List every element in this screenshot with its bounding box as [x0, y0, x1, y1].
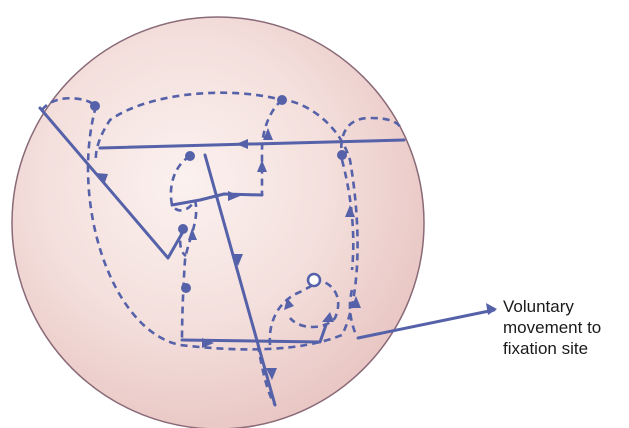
drift-loop-inner-b: [180, 199, 198, 341]
arrowhead: [236, 139, 248, 149]
arrowhead: [322, 312, 334, 322]
arrowhead: [232, 254, 243, 266]
eyeball: [11, 16, 425, 428]
arrowhead: [284, 298, 294, 310]
caption-line-1: Voluntary: [503, 297, 574, 316]
drift-hook-right: [339, 116, 404, 161]
drift-top-right: [260, 99, 283, 195]
arrowhead: [257, 160, 267, 172]
fixation-dot: [178, 224, 188, 234]
arrowhead: [263, 128, 273, 140]
drift-hook-left: [40, 96, 97, 111]
saccade-diag-left: [38, 106, 186, 260]
drift-loop-outer: [86, 91, 359, 351]
saccade-voluntary: [356, 308, 496, 340]
arrowhead: [266, 368, 277, 380]
arrowhead: [486, 303, 497, 315]
voluntary-movement-label: Voluntary movement to fixation site: [503, 296, 629, 359]
arrowhead: [96, 173, 108, 185]
fixation-dot: [90, 101, 100, 111]
fixation-dot: [277, 95, 287, 105]
caption-line-2: movement to: [503, 318, 602, 337]
fixation-dot: [185, 151, 195, 161]
drift-loop-lower-right: [268, 278, 317, 346]
saccade-bottom: [180, 323, 328, 344]
arrowhead: [351, 296, 361, 308]
arrowhead: [345, 205, 355, 217]
saccade-top-horizontal: [98, 138, 406, 150]
arrowhead: [228, 191, 240, 201]
fixation-dot: [181, 283, 191, 293]
saccade-inner-step: [170, 192, 264, 207]
caption-line-3: fixation site: [503, 339, 589, 358]
drift-loop-lower-right-2: [289, 278, 340, 329]
arrowhead: [188, 228, 197, 240]
arrowhead: [202, 338, 214, 348]
drift-loop-inner-a: [169, 154, 197, 212]
fixation-target-open: [306, 272, 322, 288]
drift-hook-bottom-right: [348, 289, 358, 336]
fixation-dot: [337, 150, 347, 160]
